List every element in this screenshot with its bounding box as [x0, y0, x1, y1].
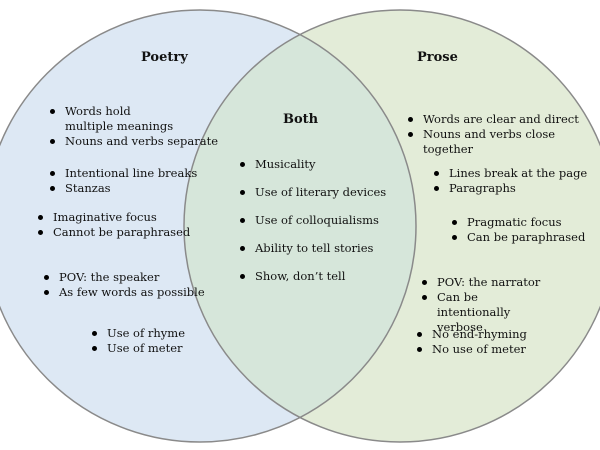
poetry-circle-outline	[0, 9, 417, 443]
prose-circle-outline	[183, 9, 600, 443]
list-item: Musicality	[238, 157, 386, 172]
list-item: Cannot be paraphrased	[36, 225, 190, 240]
list-item: Show, don’t tell	[238, 269, 386, 284]
prose-group-1: Words are clear and direct Nouns and ver…	[406, 112, 579, 157]
prose-group-3: Pragmatic focus Can be paraphrased	[450, 215, 585, 245]
list-item: Imaginative focus	[36, 210, 190, 225]
list-item: Can be intentionally verbose	[420, 290, 552, 335]
prose-title: Prose	[417, 50, 458, 65]
poetry-group-1: Words hold multiple meanings Nouns and v…	[48, 104, 218, 149]
list-item: Lines break at the page	[432, 166, 587, 181]
list-item: As few words as possible	[42, 285, 205, 300]
list-item: No use of meter	[415, 342, 527, 357]
both-title: Both	[283, 112, 319, 127]
list-item: Pragmatic focus	[450, 215, 585, 230]
list-item: Stanzas	[48, 181, 197, 196]
list-item: Use of colloquialisms	[238, 213, 386, 228]
list-item: Use of meter	[90, 341, 185, 356]
list-item: Paragraphs	[432, 181, 587, 196]
overlap-region	[184, 10, 416, 442]
list-item: Use of rhyme	[90, 326, 185, 341]
poetry-group-2: Intentional line breaks Stanzas	[48, 166, 197, 196]
both-list: Musicality Use of literary devices Use o…	[238, 157, 386, 297]
list-item: POV: the narrator	[420, 275, 552, 290]
list-item: Ability to tell stories	[238, 241, 386, 256]
list-item: Intentional line breaks	[48, 166, 197, 181]
list-item: Use of literary devices	[238, 185, 386, 200]
list-item: Nouns and verbs separate	[48, 134, 218, 149]
prose-group-2: Lines break at the page Paragraphs	[432, 166, 587, 196]
list-item: No end-rhyming	[415, 327, 527, 342]
list-item: Words are clear and direct	[406, 112, 579, 127]
poetry-group-4: POV: the speaker As few words as possibl…	[42, 270, 205, 300]
list-item: POV: the speaker	[42, 270, 205, 285]
prose-group-5: No end-rhyming No use of meter	[415, 327, 527, 357]
list-item: Words hold multiple meanings	[48, 104, 175, 134]
poetry-group-3: Imaginative focus Cannot be paraphrased	[36, 210, 190, 240]
poetry-title: Poetry	[141, 50, 188, 65]
poetry-group-5: Use of rhyme Use of meter	[90, 326, 185, 356]
list-item: Nouns and verbs close together	[406, 127, 563, 157]
list-item: Can be paraphrased	[450, 230, 585, 245]
prose-group-4: POV: the narrator Can be intentionally v…	[420, 275, 552, 335]
